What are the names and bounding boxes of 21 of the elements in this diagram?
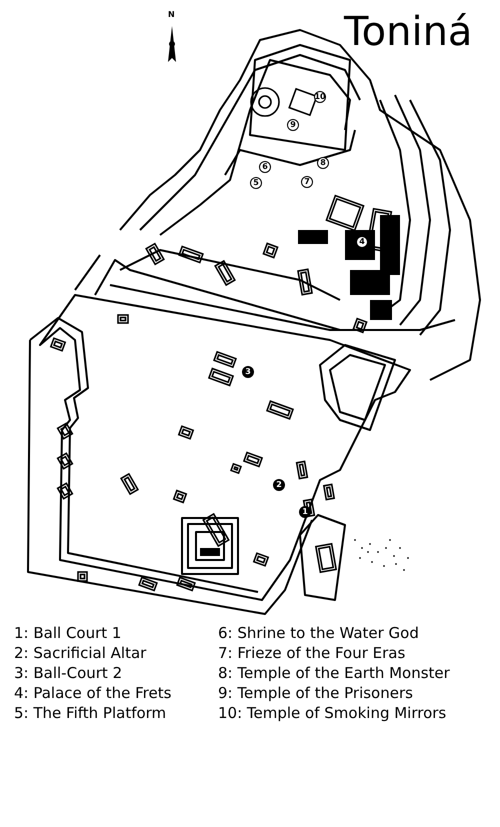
- callout-number: 5: [250, 177, 262, 189]
- callout-number: 3: [242, 366, 254, 378]
- legend-entry: 10: Temple of Smoking Mirrors: [218, 704, 448, 723]
- legend-entry: 8: Temple of the Earth Monster: [218, 664, 451, 683]
- north-label: N: [168, 11, 175, 19]
- callout-number: 6: [259, 161, 271, 173]
- legend-entry: 6: Shrine to the Water God: [218, 624, 420, 643]
- legend-entry: 5: The Fifth Platform: [14, 704, 168, 723]
- callout-number: 10: [314, 91, 326, 103]
- legend-entry: 2: Sacrificial Altar: [14, 644, 148, 663]
- callout-number: 1: [299, 506, 311, 518]
- legend-entry: 7: Frieze of the Four Eras: [218, 644, 406, 663]
- callout-number: 7: [301, 176, 313, 188]
- legend-entry: 1: Ball Court 1: [14, 624, 122, 643]
- legend-entry: 3: Ball-Court 2: [14, 664, 124, 683]
- legend-entry: 4: Palace of the Frets: [14, 684, 172, 703]
- callout-number: 2: [273, 479, 285, 491]
- callout-number: 9: [287, 119, 299, 131]
- legend-entry: 9: Temple of the Prisoners: [218, 684, 414, 703]
- title: Toniná: [344, 12, 472, 52]
- callout-number: 8: [317, 157, 329, 169]
